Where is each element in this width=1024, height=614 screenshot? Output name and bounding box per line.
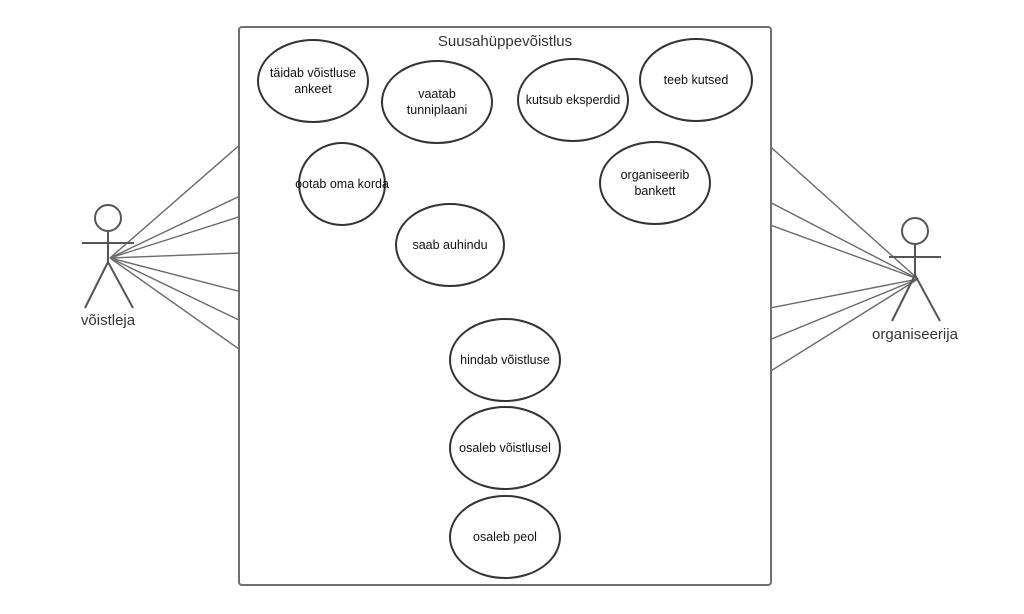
- use-case-label: ootab oma korda: [295, 177, 389, 191]
- use-case-uc6: organiseerib bankett: [599, 141, 711, 225]
- use-case-label: osaleb võistlusel: [459, 441, 551, 455]
- use-case-ellipse: [298, 142, 386, 226]
- actor-label-organiseerija: organiseerija: [872, 326, 959, 343]
- use-case-label: hindab võistluse: [460, 353, 550, 367]
- system-title: Suusahüppevõistlus: [438, 33, 572, 50]
- use-case-ellipse: [517, 58, 629, 142]
- use-case-uc10: osaleb peol: [449, 495, 561, 579]
- use-case-uc3: kutsub eksperdid: [517, 58, 629, 142]
- use-case-label: vaatab: [418, 87, 456, 101]
- actor-left-leg: [891, 274, 916, 322]
- use-case-ellipse: [449, 495, 561, 579]
- use-case-ellipse: [395, 203, 505, 287]
- actor-voistleja: võistleja: [81, 204, 136, 329]
- use-case-uc7: saab auhindu: [395, 203, 505, 287]
- use-case-label: täidab võistluse: [270, 66, 356, 80]
- use-case-uc9: osaleb võistlusel: [449, 406, 561, 490]
- use-case-uc4: teeb kutsed: [639, 38, 753, 122]
- use-case-label: kutsub eksperdid: [526, 93, 621, 107]
- use-case-label: bankett: [634, 184, 676, 198]
- use-case-label: organiseerib: [621, 168, 690, 182]
- use-case-label: tunniplaani: [407, 103, 467, 117]
- use-case-ellipse: [381, 60, 493, 144]
- use-case-ellipse: [449, 318, 561, 402]
- use-case-uc5: ootab oma korda: [295, 142, 389, 226]
- actor-head: [901, 217, 929, 245]
- actor-organiseerija: organiseerija: [872, 217, 959, 343]
- use-case-ellipse: [449, 406, 561, 490]
- use-case-ellipse: [257, 39, 369, 123]
- use-case-ellipse: [599, 141, 711, 225]
- use-case-uc1: täidab võistluse ankeet: [257, 39, 369, 123]
- use-case-uc8: hindab võistluse: [449, 318, 561, 402]
- use-case-uc2: vaatab tunniplaani: [381, 60, 493, 144]
- actor-left-leg: [84, 261, 109, 309]
- actor-right-leg: [107, 261, 134, 309]
- use-case-label: teeb kutsed: [664, 73, 729, 87]
- actor-right-leg: [914, 274, 941, 322]
- use-cases: täidab võistluse ankeet vaatab tunniplaani k…: [257, 38, 753, 579]
- actor-label-voistleja: võistleja: [81, 312, 136, 329]
- use-case-label: saab auhindu: [412, 238, 487, 252]
- use-case-ellipse: [639, 38, 753, 122]
- use-case-label: ankeet: [294, 82, 332, 96]
- actor-head: [94, 204, 122, 232]
- use-case-label: osaleb peol: [473, 530, 537, 544]
